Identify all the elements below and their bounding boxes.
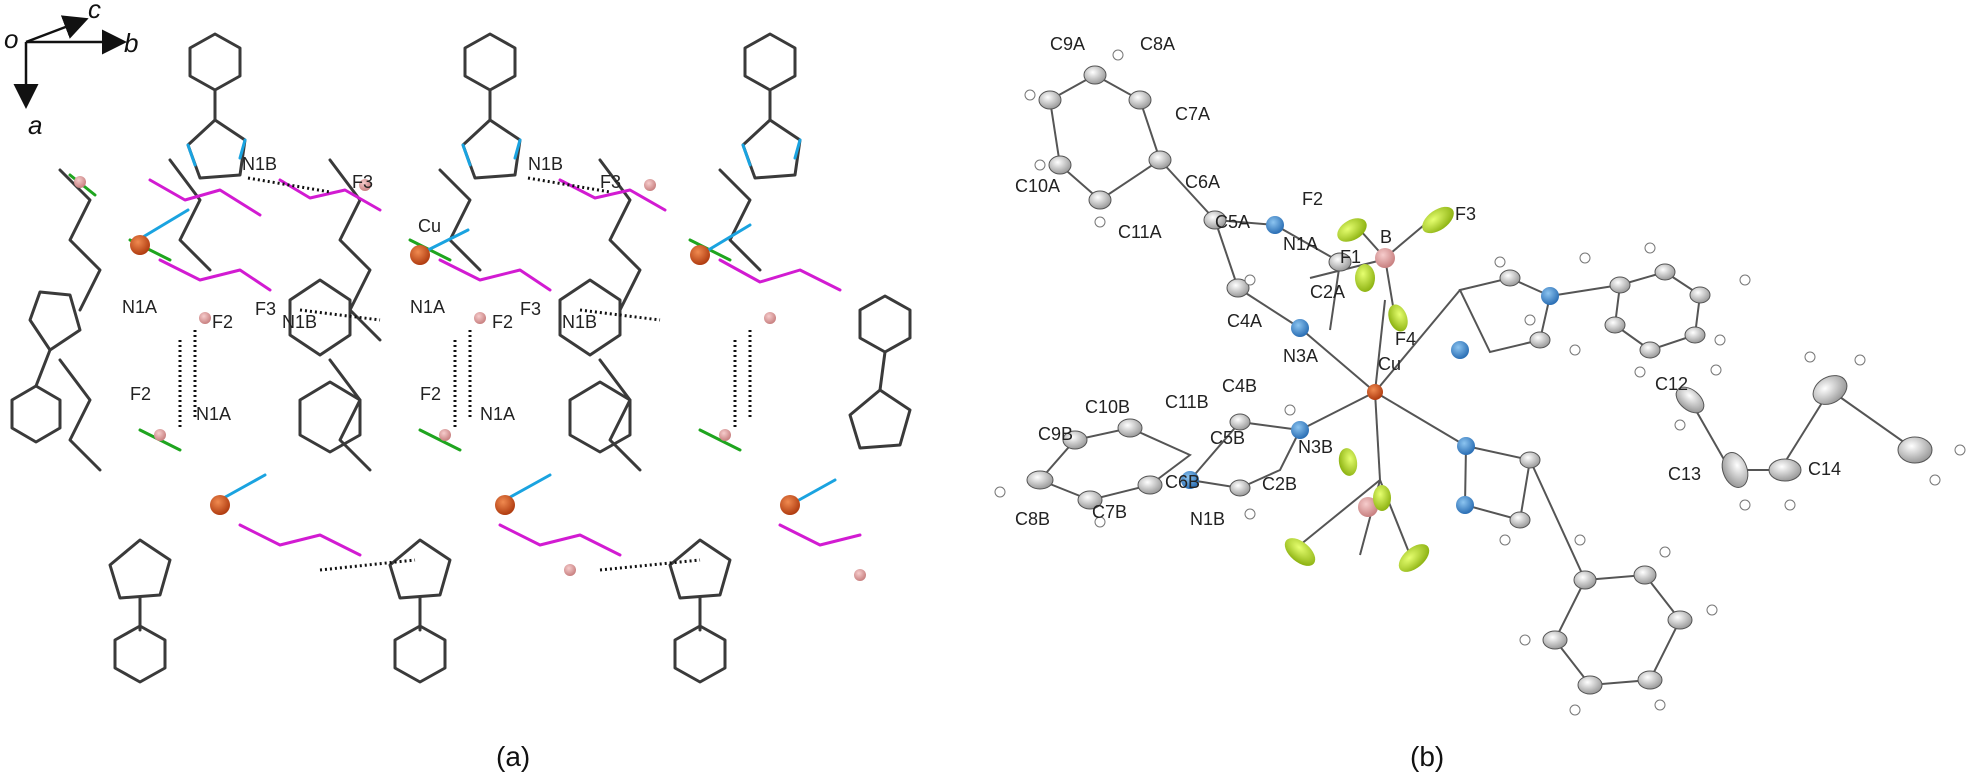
label-f3: F3 [520,299,541,319]
labels-a: N1B F3 Cu N1B F3 N1A F2 F3 N1B N1A F2 F3… [122,154,621,424]
label-f2: F2 [130,384,151,404]
cu-atom [780,495,800,515]
label-c2a: C2A [1310,282,1345,302]
label-c10b: C10B [1085,397,1130,417]
label-c4a: C4A [1227,311,1262,331]
axis-a-label: a [28,110,42,140]
label-n1a: N1A [410,297,445,317]
axis-b-label: b [124,28,138,58]
label-c5a: C5A [1215,212,1250,232]
label-c12: C12 [1655,374,1688,394]
label-c8a: C8A [1140,34,1175,54]
cu-atom [410,245,430,265]
boron-atom [1375,248,1395,268]
labels-b: C9A C8A C7A C6A C10A C11A C5A N1A F2 B F… [1015,34,1841,529]
label-f3: F3 [1455,204,1476,224]
axis-c-label: c [88,0,101,24]
label-n1a: N1A [480,404,515,424]
label-n1b: N1B [242,154,277,174]
label-n1b: N1B [562,312,597,332]
cu-atoms-a [130,235,800,515]
b-atoms-a [74,176,866,581]
label-c7b: C7B [1092,502,1127,522]
label-c14: C14 [1808,459,1841,479]
cu-atom [1367,384,1383,400]
fluorine-atom [1355,264,1375,292]
cu-atom [690,245,710,265]
nitrogen-atom [1457,437,1475,455]
label-n3b: N3B [1298,437,1333,457]
label-c6a: C6A [1185,172,1220,192]
axis-origin-label: o [4,24,18,54]
label-n1a: N1A [196,404,231,424]
fluorine-atom [1422,206,1454,234]
bottom-rings [108,538,732,684]
label-f2: F2 [492,312,513,332]
label-cu: Cu [418,216,441,236]
label-b: B [1380,227,1392,247]
label-f4: F4 [1395,329,1416,349]
nitrogen-atom [1291,319,1309,337]
panel-b: C9A C8A C7A C6A C10A C11A C5A N1A F2 B F… [994,34,1966,772]
label-n1b: N1B [282,312,317,332]
label-n1a: N1A [122,297,157,317]
label-c9a: C9A [1050,34,1085,54]
nitrogen-atom [1541,287,1559,305]
label-c11a: C11A [1118,222,1162,242]
cu-atom [130,235,150,255]
label-cu: Cu [1378,354,1401,374]
label-f1: F1 [1340,247,1361,267]
label-c9b: C9B [1038,424,1073,444]
label-c8b: C8B [1015,509,1050,529]
caption-a: (a) [496,741,530,772]
fluorine-atom [1338,448,1358,476]
label-n1b: N1B [1190,509,1225,529]
label-f2: F2 [1302,189,1323,209]
caption-b: (b) [1410,741,1444,772]
label-n1b: N1B [528,154,563,174]
atoms-b [1026,65,1933,695]
label-f3: F3 [600,172,621,192]
top-imidazoles [186,118,802,180]
label-c10a: C10A [1015,176,1060,196]
label-c5b: C5B [1210,428,1245,448]
panel-a: o c b a [4,0,912,772]
fluorine-atom [1388,304,1408,332]
fluorine-atom [1398,544,1430,572]
label-f3: F3 [255,299,276,319]
nitrogen-atom [1291,421,1309,439]
label-f2: F2 [420,384,441,404]
label-f2: F2 [212,312,233,332]
hydrogens-b [994,49,1966,716]
top-rings [188,32,797,122]
label-n1a: N1A [1283,234,1318,254]
bonds-b [1038,73,1916,687]
cu-atom [210,495,230,515]
label-f3: F3 [352,172,373,192]
label-c6b: C6B [1165,472,1200,492]
label-c4b: C4B [1222,376,1257,396]
boron-atom [1358,497,1378,517]
side-rings [10,290,912,450]
label-c13: C13 [1668,464,1701,484]
fluorine-atom [1284,538,1316,566]
nitrogen-atom [1266,216,1284,234]
label-c7a: C7A [1175,104,1210,124]
axes-indicator: o c b a [4,0,138,140]
nitrogen-atom [1451,341,1469,359]
fluorine-atom [1373,485,1391,511]
nitrogen-atom [1181,471,1199,489]
nitrogen-atom [1456,496,1474,514]
cu-atom [495,495,515,515]
chain-network [58,158,762,472]
label-n3a: N3A [1283,346,1318,366]
label-c11b: C11B [1165,392,1209,412]
label-c2b: C2B [1262,474,1297,494]
hydrogen-bonds [178,176,752,572]
cu-coordination [136,208,837,507]
fluorine-atom [1337,218,1367,242]
